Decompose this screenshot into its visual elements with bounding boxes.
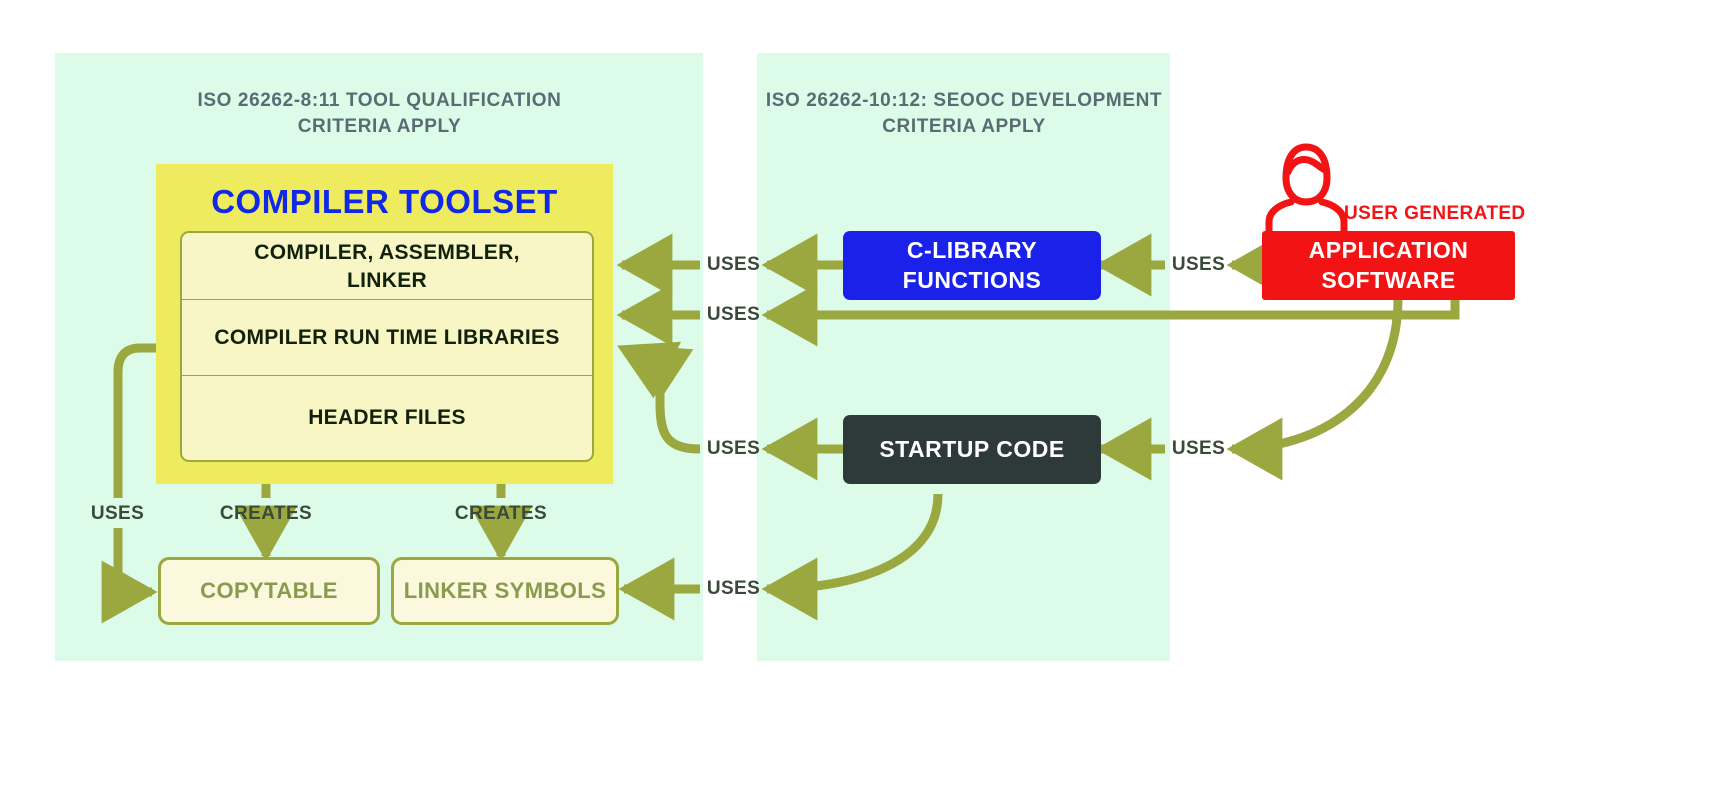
box-compiler-assembler-linker[interactable]: COMPILER, ASSEMBLER, LINKER <box>180 231 594 302</box>
box-compiler-assembler-linker-line2: LINKER <box>347 269 427 292</box>
box-header-files-label: HEADER FILES <box>308 405 466 429</box>
box-startup-code-label: STARTUP CODE <box>879 435 1065 462</box>
edge-label-uses-startup-to-crtl: USES <box>706 438 761 459</box>
box-copytable-label: COPYTABLE <box>200 578 338 603</box>
box-compiler-run-time-libraries[interactable]: COMPILER RUN TIME LIBRARIES <box>180 299 594 377</box>
box-header-files[interactable]: HEADER FILES <box>180 375 594 462</box>
box-application-software[interactable]: APPLICATION SOFTWARE <box>1262 231 1515 300</box>
box-linker-symbols[interactable]: LINKER SYMBOLS <box>391 557 619 625</box>
box-c-library-functions[interactable]: C-LIBRARY FUNCTIONS <box>843 231 1101 300</box>
box-c-library-functions-line2: FUNCTIONS <box>902 266 1042 293</box>
panel-right-title-line1: ISO 26262-10:12: SEOOC DEVELOPMENT <box>765 90 1163 111</box>
panel-right-iso-seooc <box>757 53 1170 661</box>
edge-label-uses-startup-to-linkersym: USES <box>706 578 761 599</box>
edge-label-uses-clib-to-cal: USES <box>706 254 761 275</box>
user-icon <box>1265 143 1348 236</box>
box-compiler-assembler-linker-line1: COMPILER, ASSEMBLER, <box>254 240 520 264</box>
edge-label-uses-app-to-startup: USES <box>1171 438 1226 459</box>
box-startup-code[interactable]: STARTUP CODE <box>843 415 1101 484</box>
panel-right-title: ISO 26262-10:12: SEOOC DEVELOPMENT CRITE… <box>740 88 1188 139</box>
box-application-software-line2: SOFTWARE <box>1321 266 1456 293</box>
panel-left-title-line1: ISO 26262-8:11 TOOL QUALIFICATION <box>197 90 562 111</box>
edge-label-uses-app-to-crtl: USES <box>706 304 761 325</box>
compiler-toolset-title: COMPILER TOOLSET <box>211 183 558 220</box>
user-generated-label: USER GENERATED <box>1344 203 1526 224</box>
panel-left-title-line2: CRITERIA APPLY <box>297 115 462 137</box>
edge-label-creates-copytable: CREATES <box>219 503 313 524</box>
edge-label-uses-app-to-clib: USES <box>1171 254 1226 275</box>
box-c-library-functions-line1: C-LIBRARY <box>906 236 1038 263</box>
box-compiler-run-time-libraries-label: COMPILER RUN TIME LIBRARIES <box>214 325 560 349</box>
edge-label-creates-linkersym: CREATES <box>454 503 548 524</box>
box-application-software-line1: APPLICATION <box>1308 236 1469 263</box>
panel-right-title-line2: CRITERIA APPLY <box>882 115 1046 137</box>
wire-app-to-startup-a <box>1226 298 1403 481</box>
panel-left-title: ISO 26262-8:11 TOOL QUALIFICATION CRITER… <box>122 88 637 139</box>
box-linker-symbols-label: LINKER SYMBOLS <box>403 578 607 603</box>
edge-label-uses-crtl-to-copytable: USES <box>90 503 145 524</box>
box-copytable[interactable]: COPYTABLE <box>158 557 380 625</box>
